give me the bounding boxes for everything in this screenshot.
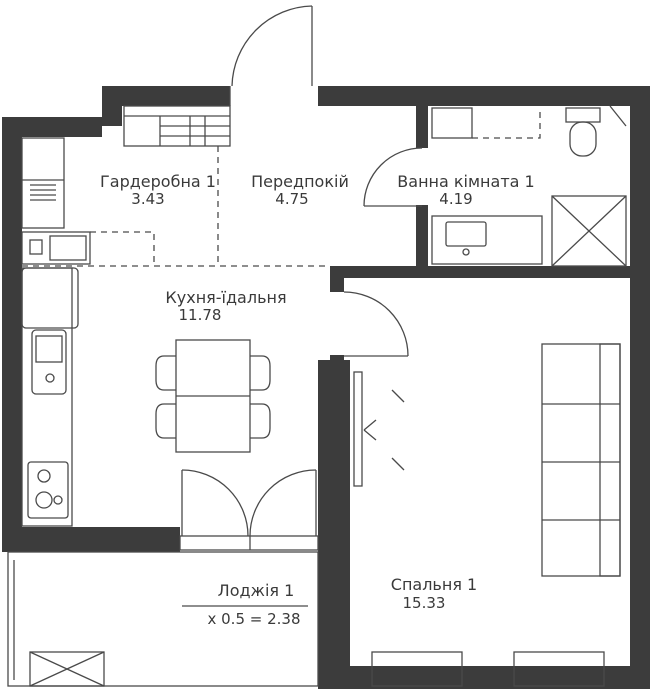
wall-kitchen-bottom (2, 527, 180, 552)
wall-bath-left (416, 106, 428, 148)
entry-door-swing (231, 5, 313, 87)
washer (21, 231, 91, 265)
bedroom-door-swing (343, 291, 409, 357)
zone-separator (22, 146, 330, 267)
wall-top-wardrobe-step (102, 86, 122, 126)
toilet-bowl (569, 121, 597, 157)
room-area-bedroom: 15.33 (403, 594, 446, 612)
walls (2, 86, 650, 689)
bath-door-swing (363, 147, 423, 207)
wall-left (2, 117, 22, 552)
wall-top-wardrobe (102, 86, 230, 106)
room-name-wardrobe: Гардеробна 1 (100, 172, 216, 191)
wall-bath-bottom (334, 266, 630, 278)
wall-top-left (2, 117, 102, 137)
bed (541, 343, 621, 577)
bath-cabinet (431, 107, 473, 139)
room-labels: Гардеробна 1 3.43 Передпокій 4.75 Ванна … (100, 172, 535, 628)
wall-bedroom-top-post (330, 266, 344, 292)
sink (445, 221, 487, 247)
wall-right (630, 86, 650, 686)
fridge (21, 267, 79, 329)
bedroom-window (513, 651, 605, 687)
toilet-tank (565, 107, 601, 123)
kitchen-counter (21, 267, 73, 527)
hob (27, 461, 69, 519)
chair (155, 355, 176, 391)
shower (551, 195, 627, 267)
bedroom-wardrobe (353, 371, 363, 487)
balcony-door-swing (249, 469, 317, 537)
room-area-hall: 4.75 (275, 190, 308, 208)
vanity (431, 215, 543, 265)
wall-kitchen-bottom-right (318, 527, 350, 552)
wall-bath-left-lower (416, 205, 428, 269)
wall-bedroom-left-upper (330, 355, 344, 375)
room-name-bedroom: Спальня 1 (391, 575, 477, 594)
room-name-loggia: Лоджія 1 (218, 581, 295, 600)
balcony-door-swing (181, 469, 249, 537)
fixtures (7, 5, 627, 687)
chair (155, 403, 176, 439)
room-area-wardrobe: 3.43 (131, 190, 164, 208)
wardrobe-shelf (21, 137, 65, 229)
loggia-outline (7, 551, 319, 687)
chair (250, 403, 271, 439)
room-name-bath: Ванна кімната 1 (397, 172, 534, 191)
kitchen-sink (31, 329, 67, 395)
loggia-window (29, 651, 105, 687)
room-area-loggia: x 0.5 = 2.38 (207, 610, 300, 628)
room-area-bath: 4.19 (439, 190, 472, 208)
room-name-hall: Передпокій (251, 172, 349, 191)
wall-top-right (318, 86, 650, 106)
chair (250, 355, 271, 391)
wall-bottom-right (318, 666, 650, 689)
bedroom-window (371, 651, 463, 687)
room-name-kitchen: Кухня-їдальня (165, 288, 286, 307)
room-area-kitchen: 11.78 (179, 306, 222, 324)
wall-bedroom-left (318, 360, 350, 689)
